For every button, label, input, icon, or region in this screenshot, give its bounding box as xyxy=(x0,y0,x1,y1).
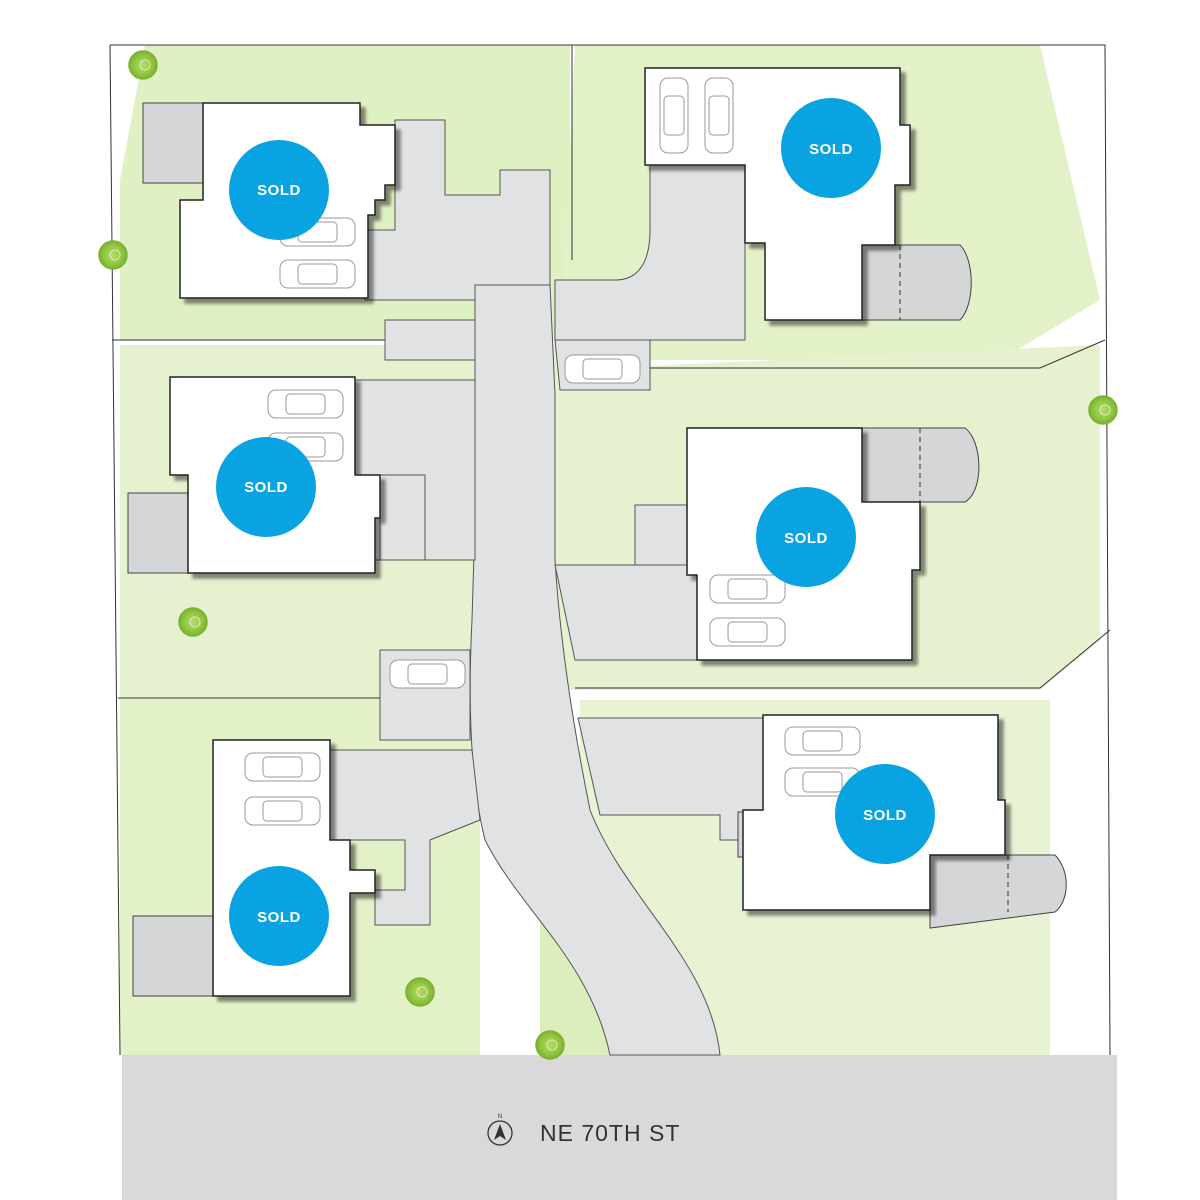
parked-car-outline xyxy=(704,77,734,154)
lot-badge-2: SOLD xyxy=(781,98,881,198)
tree-highlight xyxy=(416,986,428,998)
parked-car-outline xyxy=(389,659,466,689)
lot-badges: SOLD SOLD SOLD SOLD SOLD SOLD xyxy=(216,98,935,966)
lot-status-label: SOLD xyxy=(784,530,828,547)
lot-badge-6: SOLD xyxy=(835,764,935,864)
lot-status-label: SOLD xyxy=(257,909,301,926)
parked-car-outline xyxy=(267,389,344,419)
tree-highlight xyxy=(546,1039,558,1051)
north-arrow-icon: N xyxy=(487,1114,513,1146)
parked-car-outline xyxy=(244,796,321,826)
compass-label: N xyxy=(498,1114,502,1120)
parked-car-outline xyxy=(659,77,689,154)
street xyxy=(122,1055,1117,1200)
street-name-label: NE 70TH ST xyxy=(540,1120,680,1146)
parked-car-outline xyxy=(709,574,786,604)
parked-car-outline xyxy=(709,617,786,647)
lot-status-label: SOLD xyxy=(863,807,907,824)
pad-dividers xyxy=(899,245,1009,912)
lot-badge-1: SOLD xyxy=(229,140,329,240)
tree-icon xyxy=(405,977,435,1007)
lot-status-label: SOLD xyxy=(809,141,853,158)
lot-status-label: SOLD xyxy=(257,182,301,199)
trees xyxy=(98,50,1118,1060)
lot-status-label: SOLD xyxy=(244,479,288,496)
tree-icon xyxy=(535,1030,565,1060)
parked-car-outline xyxy=(784,767,861,797)
lot-badge-4: SOLD xyxy=(756,487,856,587)
tree-icon xyxy=(98,240,128,270)
tree-icon xyxy=(128,50,158,80)
lot-boundaries xyxy=(109,44,1111,1056)
parked-car-outline xyxy=(784,726,861,756)
lot-badge-3: SOLD xyxy=(216,437,316,537)
tree-highlight xyxy=(189,616,201,628)
tree-icon xyxy=(1088,395,1118,425)
tree-highlight xyxy=(1099,404,1111,416)
tree-highlight xyxy=(139,59,151,71)
tree-highlight xyxy=(109,249,121,261)
tree-icon xyxy=(178,607,208,637)
lot-badge-5: SOLD xyxy=(229,866,329,966)
paving xyxy=(324,119,776,1056)
parked-car-outline xyxy=(564,354,641,384)
parked-car-outline xyxy=(279,259,356,289)
parked-car-outline xyxy=(244,752,321,782)
